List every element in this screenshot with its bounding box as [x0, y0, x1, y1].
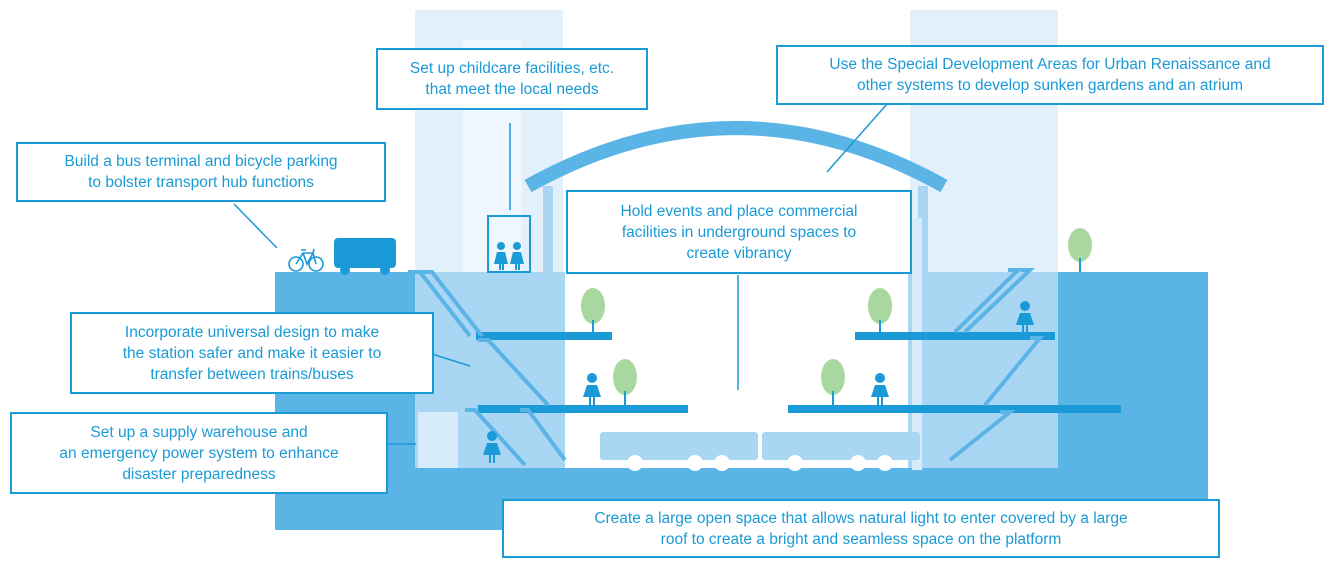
floor-b1-right	[855, 332, 1055, 340]
callout-universal-design-line-1: Incorporate universal design to make	[124, 323, 380, 341]
person-icon	[483, 242, 1034, 463]
callout-sunken-gardens-line-2: other systems to develop sunken gardens …	[856, 77, 1243, 94]
childcare-room	[487, 215, 531, 273]
floor-b1-left	[476, 332, 612, 340]
bicycle-icon	[288, 248, 324, 272]
escalator-icon	[408, 270, 472, 338]
callout-warehouse-line-1: Set up a supply warehouse and	[90, 423, 308, 441]
leader-lines	[233, 94, 896, 445]
large-roof	[524, 121, 948, 193]
callout-warehouse: Set up a supply warehouse and an emergen…	[10, 412, 388, 494]
supply-warehouse-room	[418, 412, 458, 468]
floor-b2-left	[478, 405, 688, 413]
train-icon	[600, 432, 920, 471]
callout-universal-design-line-2: the station safer and make it easier to	[122, 344, 382, 362]
callout-events-line-3: create vibrancy	[686, 244, 792, 262]
callout-bus-terminal: Build a bus terminal and bicycle parking…	[16, 142, 386, 202]
callout-warehouse-line-2: an emergency power system to enhance	[59, 444, 339, 462]
tree-icon	[581, 228, 1092, 405]
callout-sunken-gardens-line-1: Use the Special Development Areas for Ur…	[829, 56, 1271, 73]
callout-events-line-1: Hold events and place commercial	[620, 202, 858, 220]
atrium-column-left	[543, 186, 553, 276]
callout-open-space-line-2: roof to create a bright and seamless spa…	[660, 530, 1062, 548]
callout-events-line-2: facilities in underground spaces to	[621, 223, 857, 241]
floor-b2-right	[788, 405, 1121, 413]
right-underground-zone	[908, 272, 1058, 468]
callout-childcare-line-2: that meet the local needs	[425, 81, 599, 98]
light-shaft	[912, 218, 922, 470]
callout-childcare: Set up childcare facilities, etc. that m…	[376, 48, 648, 110]
callout-bus-terminal-line-2: to bolster transport hub functions	[88, 174, 314, 191]
callout-universal-design: Incorporate universal design to make the…	[70, 312, 434, 394]
callout-open-space-line-1: Create a large open space that allows na…	[594, 509, 1128, 527]
bus-icon	[334, 238, 396, 275]
callout-childcare-line-1: Set up childcare facilities, etc.	[409, 60, 615, 77]
escalators	[408, 268, 1045, 467]
atrium-column-right	[918, 186, 928, 276]
callout-sunken-gardens: Use the Special Development Areas for Ur…	[776, 45, 1324, 105]
callout-open-space: Create a large open space that allows na…	[502, 499, 1220, 558]
callout-universal-design-line-3: transfer between trains/buses	[150, 365, 354, 383]
callout-bus-terminal-line-1: Build a bus terminal and bicycle parking	[64, 153, 338, 170]
callout-warehouse-line-3: disaster preparedness	[122, 465, 276, 483]
callout-events: Hold events and place commercial facilit…	[566, 190, 912, 274]
